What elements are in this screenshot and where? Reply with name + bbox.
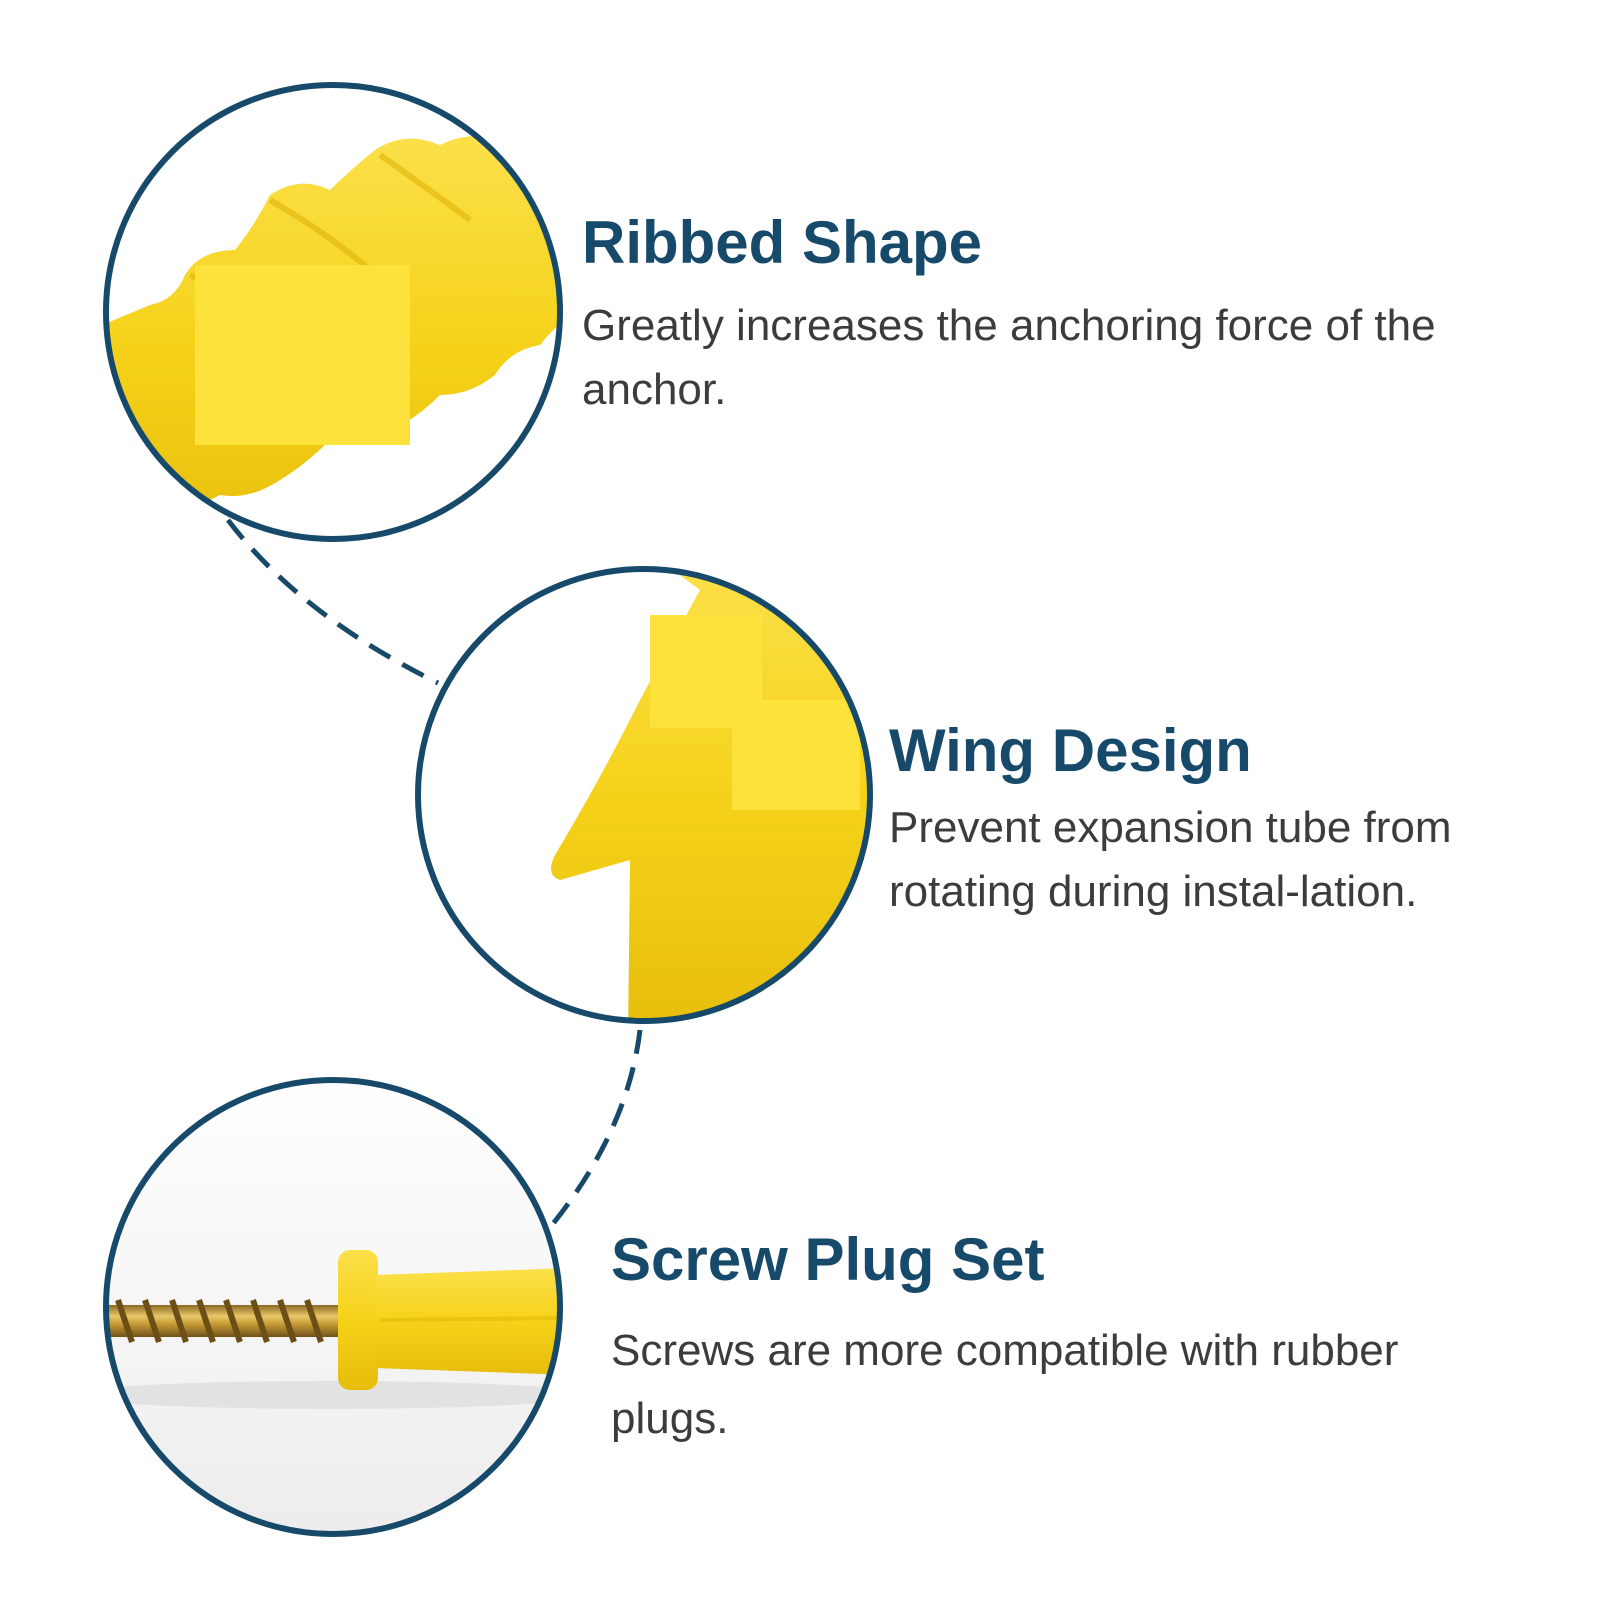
feature-title: Wing Design bbox=[889, 717, 1252, 784]
screw-plug-image bbox=[106, 1080, 560, 1534]
feature-title: Ribbed Shape bbox=[582, 209, 983, 276]
screw-plug-set-ring bbox=[103, 1077, 563, 1537]
feature-description: Prevent expansion tube from rotating dur… bbox=[889, 803, 1452, 916]
dashed-connector-2 bbox=[550, 1029, 643, 1227]
dashed-connector-1 bbox=[226, 518, 440, 686]
wing-plug-image bbox=[418, 569, 870, 1021]
feature-wing-design: Wing Design Prevent expansion tube from … bbox=[889, 716, 1549, 924]
feature-description: Greatly increases the anchoring force of… bbox=[582, 301, 1436, 414]
feature-description: Screws are more compatible with rubber p… bbox=[611, 1326, 1399, 1443]
ribbed-shape-ring bbox=[103, 82, 563, 542]
feature-title: Screw Plug Set bbox=[611, 1226, 1045, 1293]
feature-ribbed-shape: Ribbed Shape Greatly increases the ancho… bbox=[582, 208, 1462, 422]
ribbed-plug-image bbox=[106, 85, 560, 539]
feature-screw-plug-set: Screw Plug Set Screws are more compatibl… bbox=[611, 1225, 1491, 1453]
wing-design-ring bbox=[415, 566, 873, 1024]
